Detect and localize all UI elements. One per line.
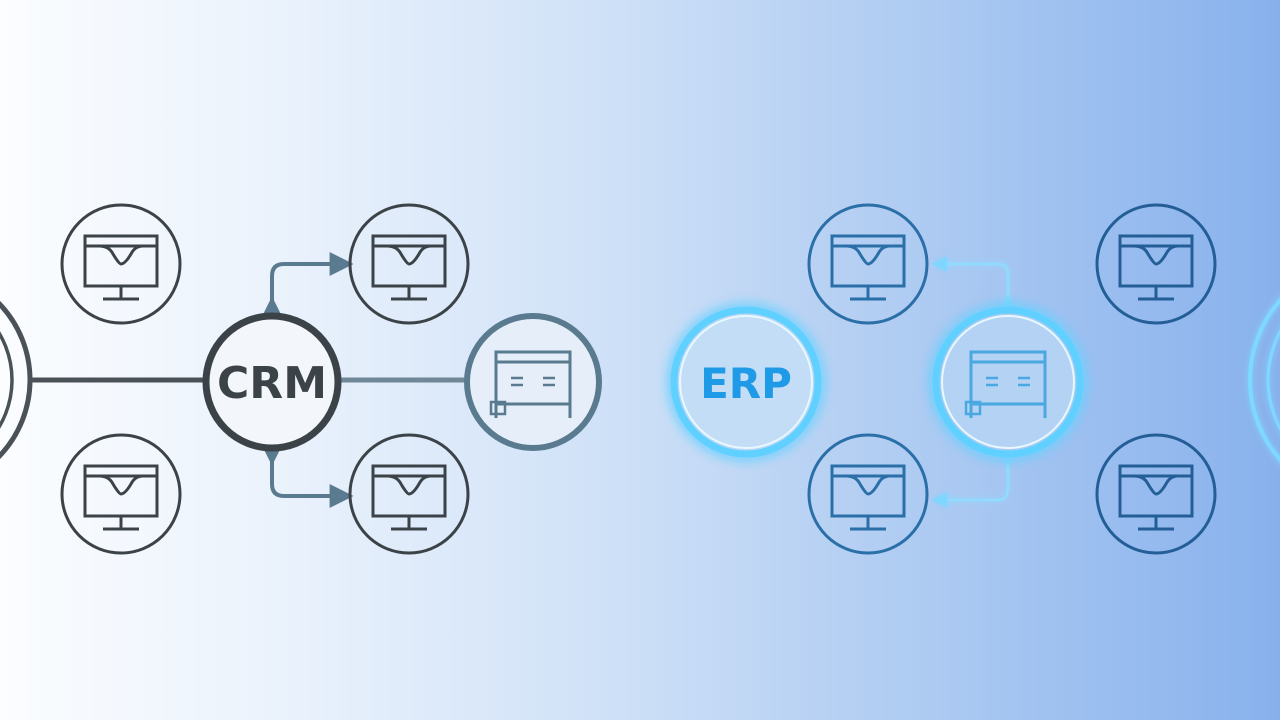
erp-node-bottom-left <box>807 433 929 555</box>
crm-arrow-down <box>260 441 354 508</box>
crm-diagram: CRM <box>0 203 602 555</box>
erp-arrow-down <box>932 451 1016 508</box>
right-edge-rings <box>1248 297 1280 463</box>
erp-diagram: ERP <box>670 203 1280 555</box>
monitor-icon <box>1118 234 1194 301</box>
crm-hub: CRM <box>202 312 342 452</box>
erp-node-bottom-right <box>1095 433 1217 555</box>
crm-server-node <box>464 313 602 451</box>
left-edge-rings <box>0 300 33 460</box>
monitor-icon <box>1118 464 1194 531</box>
monitor-icon <box>371 464 447 531</box>
monitor-icon <box>830 464 906 531</box>
erp-arrow-up <box>932 256 1016 311</box>
crm-node-bottom-right <box>348 433 470 555</box>
crm-node-top-right <box>348 203 470 325</box>
erp-server-node <box>932 306 1084 458</box>
crm-hub-label: CRM <box>217 358 327 409</box>
erp-node-top-right <box>1095 203 1217 325</box>
crm-node-bottom-left <box>60 433 182 555</box>
crm-node-top-left <box>60 203 182 325</box>
erp-hub-label: ERP <box>700 359 792 408</box>
monitor-icon <box>83 234 159 301</box>
erp-hub: ERP <box>670 306 822 458</box>
erp-node-top-left <box>807 203 929 325</box>
crm-arrow-up <box>260 252 354 321</box>
monitor-icon <box>83 464 159 531</box>
monitor-icon <box>371 234 447 301</box>
monitor-icon <box>830 234 906 301</box>
